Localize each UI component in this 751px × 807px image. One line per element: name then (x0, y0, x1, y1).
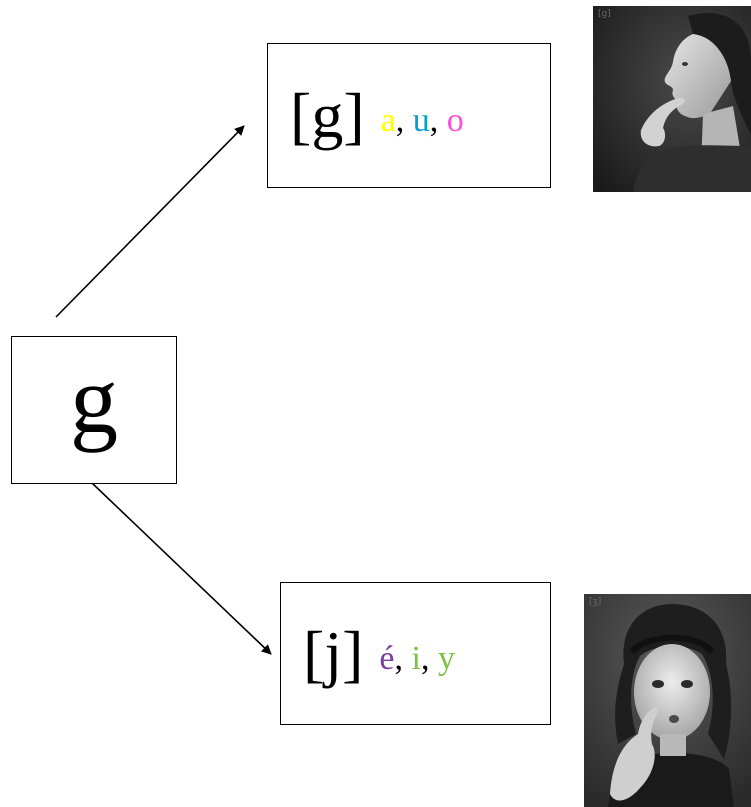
hard-g-vowels: a, u, o (380, 101, 464, 139)
arrow-to-hard-g (55, 125, 245, 318)
hard-g-phoneme: [g] (290, 79, 365, 151)
soft-g-vowels: é, i, y (379, 639, 455, 677)
hard-g-gesture-photo: [g] (593, 6, 751, 192)
separator: , (395, 101, 413, 139)
vowel-i: i (411, 639, 421, 677)
letter-g: g (70, 346, 118, 453)
soft-g-photo-label: [ʒ] (589, 597, 602, 607)
hard-g-box: [g] a, u, o (267, 43, 551, 188)
arrow-to-soft-g (91, 482, 272, 655)
hard-g-photo-label: [g] (598, 9, 611, 19)
vowel-y: y (437, 639, 455, 677)
vowel-o: o (446, 101, 464, 139)
soft-g-gesture-photo: [ʒ] (584, 594, 751, 807)
soft-g-phoneme: [j] (303, 617, 364, 689)
vowel-a: a (380, 101, 396, 139)
girl-profile-gesture-photo-icon (593, 6, 751, 192)
girl-front-gesture-photo-icon (584, 594, 751, 807)
letter-g-box: g (11, 336, 177, 484)
soft-g-box: [j] é, i, y (280, 582, 551, 725)
vowel-u: u (412, 101, 430, 139)
separator: , (420, 639, 438, 677)
separator: , (429, 101, 447, 139)
separator: , (394, 639, 412, 677)
vowel-e-acute: é (379, 639, 395, 677)
